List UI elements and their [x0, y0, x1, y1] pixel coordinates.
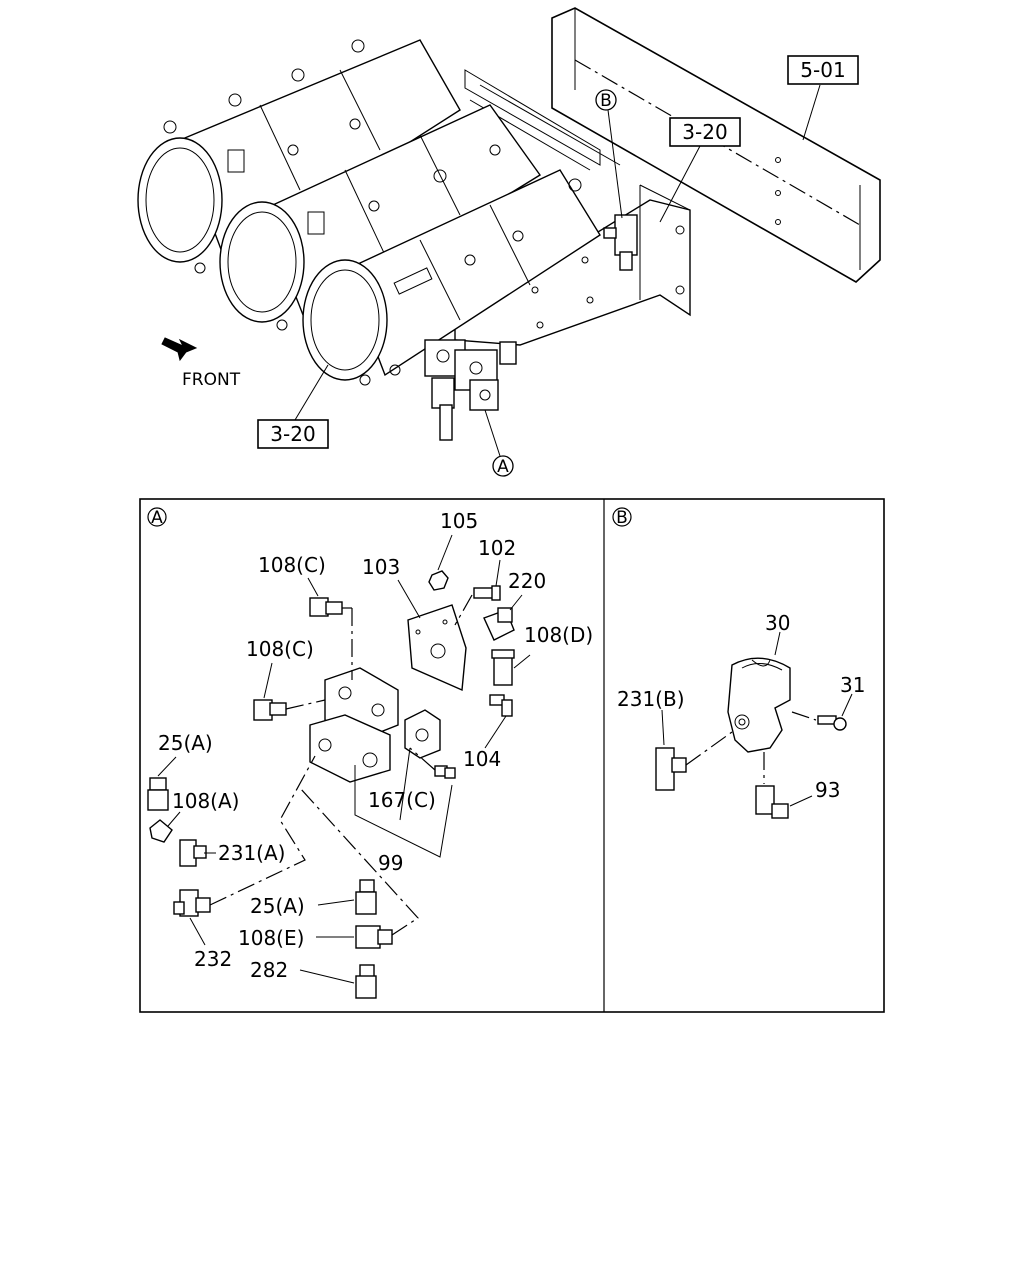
part-108c-mid-elbow — [253, 662, 326, 721]
part-220-fitting — [483, 594, 523, 641]
label-99: 99 — [378, 851, 403, 875]
panel-b-marker: B — [616, 508, 628, 528]
part-282-plug — [299, 964, 377, 999]
label-31: 31 — [840, 673, 865, 697]
detail-panel-a: A — [147, 507, 593, 999]
label-104: 104 — [463, 747, 501, 771]
front-label: FRONT — [182, 370, 241, 390]
ref-box-tank-top: 3-20 — [659, 117, 741, 223]
label-105: 105 — [440, 509, 478, 533]
part-31-bolt — [791, 693, 853, 731]
ref-frame-label: 5-01 — [800, 58, 845, 82]
callout-a: A — [484, 409, 514, 477]
label-108e: 108(E) — [238, 926, 304, 950]
label-282: 282 — [250, 958, 288, 982]
label-108a: 108(A) — [172, 789, 239, 813]
part-231b-tee — [655, 709, 733, 791]
valve-b-overview — [603, 214, 638, 271]
group-99-lines — [354, 747, 453, 858]
part-104-bolt — [484, 694, 513, 749]
label-103: 103 — [362, 555, 400, 579]
part-30-valve — [727, 631, 791, 753]
label-102: 102 — [478, 536, 516, 560]
part-231a-tee — [179, 839, 216, 867]
part-102-bolt — [454, 559, 501, 626]
label-220: 220 — [508, 569, 546, 593]
label-108c-mid: 108(C) — [246, 637, 314, 661]
part-167c-bolt — [409, 747, 456, 779]
part-108c-top-elbow — [307, 577, 353, 680]
label-232: 232 — [194, 947, 232, 971]
part-93-elbow — [755, 752, 813, 819]
ref-tank-bottom-label: 3-20 — [270, 422, 315, 446]
callout-a-label: A — [497, 457, 509, 477]
label-231a: 231(A) — [218, 841, 285, 865]
label-231b: 231(B) — [617, 687, 685, 711]
air-tank-lower — [302, 169, 601, 386]
ref-tank-top-label: 3-20 — [682, 120, 727, 144]
valve-assembly-overview — [424, 339, 517, 441]
label-25a-bot: 25(A) — [250, 894, 305, 918]
label-108d: 108(D) — [524, 623, 593, 647]
label-93: 93 — [815, 778, 840, 802]
ref-box-tank-bottom: 3-20 — [257, 364, 329, 449]
detail-panels — [139, 498, 885, 1013]
callout-b-label: B — [600, 91, 612, 111]
part-108d-fitting — [491, 649, 531, 686]
valve-body — [309, 667, 441, 783]
callout-b: B — [595, 89, 623, 219]
part-25a-bot-fitting — [317, 879, 377, 915]
label-30: 30 — [765, 611, 790, 635]
label-108c-top: 108(C) — [258, 553, 326, 577]
overview-illustration: 5-01 3-20 3-20 B A FRONT — [137, 7, 881, 477]
label-167c: 167(C) — [368, 788, 436, 812]
part-103-bracket — [407, 604, 467, 692]
label-25a-top: 25(A) — [158, 731, 213, 755]
ref-box-frame: 5-01 — [787, 55, 859, 141]
part-105-nut — [428, 534, 453, 591]
detail-panel-b: B 30 31 231(B) — [612, 507, 865, 819]
panel-a-marker: A — [151, 508, 163, 528]
front-arrow-icon — [161, 337, 198, 362]
part-108e-elbow — [299, 787, 419, 949]
part-25a-top-fitting — [147, 756, 177, 811]
part-108a-elbow — [149, 811, 181, 843]
part-232-tee — [173, 755, 316, 946]
